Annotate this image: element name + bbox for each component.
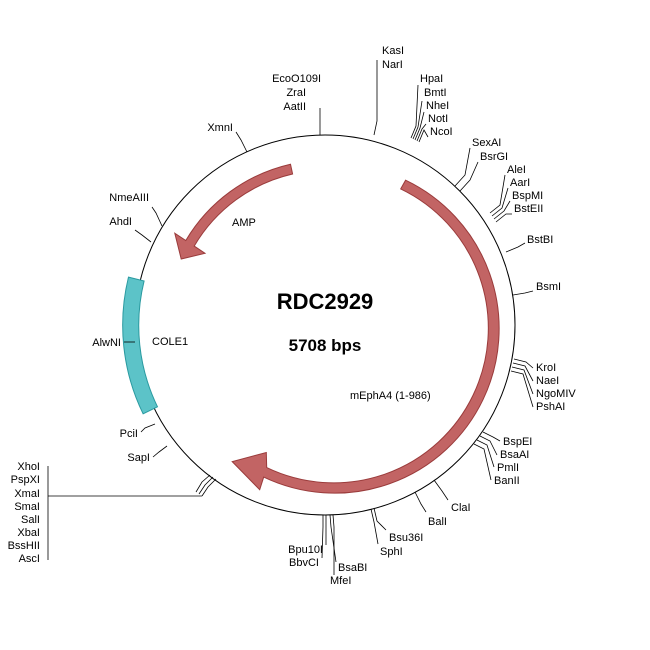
site-label-bbvci: BbvCI <box>289 557 319 569</box>
site-line-kasi <box>373 60 378 136</box>
plasmid-name: RDC2929 <box>277 289 374 314</box>
site-label-bsu36i: Bsu36I <box>389 532 423 544</box>
site-label-bpu10i: Bpu10I <box>288 544 323 556</box>
site-line-bsmi <box>512 290 534 296</box>
site-label-banii: BanII <box>494 475 520 487</box>
site-label-xhoi: XhoI <box>17 461 40 473</box>
site-label-ncoi: NcoI <box>430 126 453 138</box>
site-label-bsabi: BsaBI <box>338 562 367 574</box>
site-line-pcii <box>140 423 156 433</box>
site-label-bsteii: BstEII <box>514 203 543 215</box>
site-line-bsrgi <box>459 161 479 192</box>
site-line-kroi <box>513 358 534 369</box>
site-line-bsteii <box>495 213 512 223</box>
site-line-bspmi <box>493 200 511 220</box>
site-label-smai: SmaI <box>14 501 40 513</box>
site-label-bspmi: BspMI <box>512 190 543 202</box>
site-line-clai <box>433 479 449 501</box>
site-line-noti <box>416 123 427 142</box>
site-label-pcii: PciI <box>120 428 138 440</box>
site-line-sapi <box>152 445 168 458</box>
site-label-aatii: AatII <box>283 101 306 113</box>
site-label-nari: NarI <box>382 59 403 71</box>
site-line-ncoi <box>418 129 429 143</box>
site-line-bmti <box>412 100 423 140</box>
site-line-ahdi <box>134 229 152 243</box>
site-label-pshai: PshAI <box>536 401 565 413</box>
site-label-bmti: BmtI <box>424 87 447 99</box>
feature-cole1-bar[interactable] <box>122 276 159 415</box>
site-label-naei: NaeI <box>536 375 559 387</box>
site-label-pmli: PmlI <box>497 462 519 474</box>
site-label-clai: ClaI <box>451 502 471 514</box>
site-label-nhei: NheI <box>426 100 449 112</box>
site-line-bsaai <box>479 435 498 456</box>
site-label-bsrgi: BsrGI <box>480 151 508 163</box>
site-label-ahdi: AhdI <box>109 216 132 228</box>
site-line-xhoi-3 <box>201 478 217 497</box>
site-label-nmeaiii: NmeAIII <box>109 192 149 204</box>
site-label-bsshii: BssHII <box>8 540 40 552</box>
site-label-sali: SalI <box>21 514 40 526</box>
site-label-bsaai: BsaAI <box>500 449 529 461</box>
site-label-sphi: SphI <box>380 546 403 558</box>
site-label-aari: AarI <box>510 177 530 189</box>
plasmid-backbone <box>134 134 516 516</box>
site-label-bali: BalI <box>428 516 447 528</box>
site-label-xmai: XmaI <box>14 488 40 500</box>
site-line-hpai <box>410 84 419 139</box>
site-line-sexai <box>454 147 471 187</box>
site-label-xmni: XmnI <box>207 122 233 134</box>
site-label-kroi: KroI <box>536 362 556 374</box>
site-line-pshai <box>510 370 534 408</box>
site-line-bbvci <box>321 515 324 559</box>
site-line-aari <box>491 187 509 217</box>
feature-label-mepha4: mEphA4 (1-986) <box>350 390 431 402</box>
site-label-alei: AleI <box>507 164 526 176</box>
plasmid-size: 5708 bps <box>289 336 362 355</box>
site-line-bsabi <box>329 514 337 563</box>
site-label-asci: AscI <box>19 553 40 565</box>
site-label-mfei: MfeI <box>330 575 351 587</box>
site-label-hpai: HpaI <box>420 73 443 85</box>
site-line-alei <box>489 174 506 214</box>
site-label-bsmi: BsmI <box>536 281 561 293</box>
site-label-kasi: KasI <box>382 45 404 57</box>
site-label-alwni: AlwNI <box>92 337 121 349</box>
site-label-sexai: SexAI <box>472 137 501 149</box>
site-line-nhei <box>414 111 425 141</box>
site-line-xmni <box>235 131 248 153</box>
site-label-ngomiv: NgoMIV <box>536 388 576 400</box>
site-label-ecoo109i: EcoO109I <box>272 73 321 85</box>
feature-mepha4-arrow[interactable] <box>231 179 500 494</box>
site-label-xbai: XbaI <box>17 527 40 539</box>
feature-amp-arrow[interactable] <box>174 163 294 260</box>
site-line-bspei <box>482 431 501 442</box>
site-label-zrai: ZraI <box>286 87 306 99</box>
site-line-bsu36i <box>373 507 387 531</box>
site-line-banii <box>473 443 492 481</box>
site-line-bali <box>414 491 427 513</box>
site-line-xhoi-1 <box>195 474 211 493</box>
site-label-pspxi: PspXI <box>11 474 40 486</box>
site-line-mfei <box>332 514 335 575</box>
site-line-bstbi <box>505 242 526 253</box>
site-line-naei <box>512 362 534 382</box>
site-label-sapi: SapI <box>127 452 150 464</box>
feature-label-cole1: COLE1 <box>152 336 188 348</box>
site-line-nmeaiii <box>151 206 163 227</box>
site-line-pmli <box>476 439 495 468</box>
feature-label-amp: AMP <box>232 217 256 229</box>
site-label-bspei: BspEI <box>503 436 532 448</box>
site-line-sphi <box>370 508 379 545</box>
site-line-ngomiv <box>511 366 534 395</box>
site-label-bstbi: BstBI <box>527 234 553 246</box>
site-line-xhoi-2 <box>198 476 214 495</box>
site-label-noti: NotI <box>428 113 448 125</box>
